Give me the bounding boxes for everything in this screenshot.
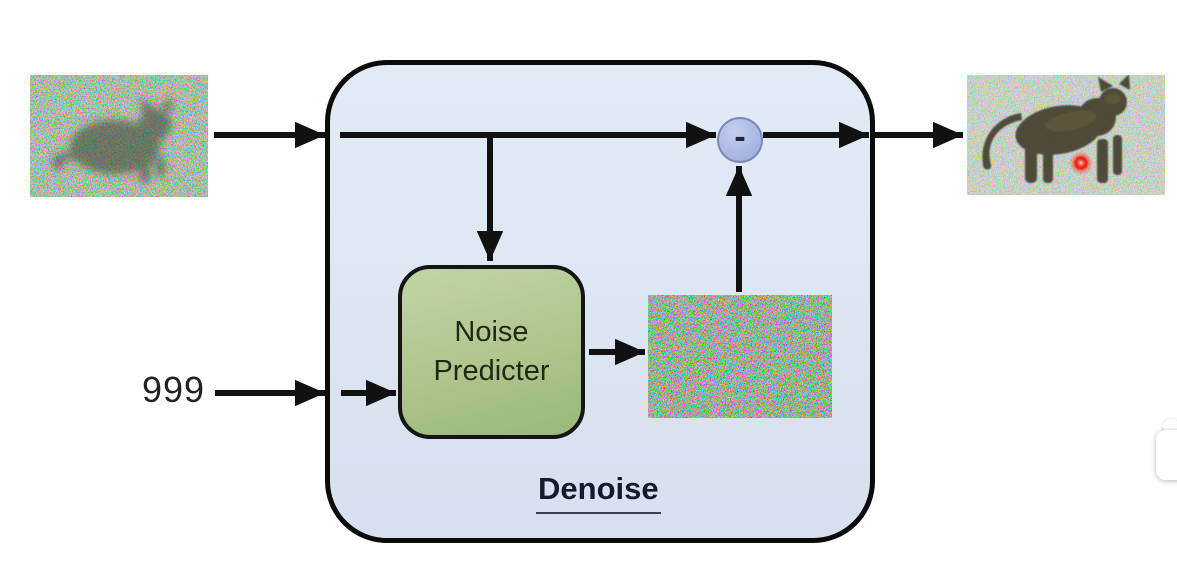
subtract-node: - xyxy=(717,117,763,163)
noise-predictor-box: Noise Predicter xyxy=(398,265,585,439)
noise-predictor-label: Noise Predicter xyxy=(433,316,550,387)
noisy-cat-input-image xyxy=(30,75,208,197)
denoise-title: Denoise xyxy=(536,471,661,514)
faint-cat-silhouette xyxy=(52,95,172,183)
popup-fragment[interactable] xyxy=(1156,430,1177,480)
red-laser-pointer-dot xyxy=(1069,151,1093,175)
denoised-cat-output-image xyxy=(967,75,1165,195)
timestep-label: 999 xyxy=(142,369,206,410)
predicted-noise-image xyxy=(648,295,832,418)
